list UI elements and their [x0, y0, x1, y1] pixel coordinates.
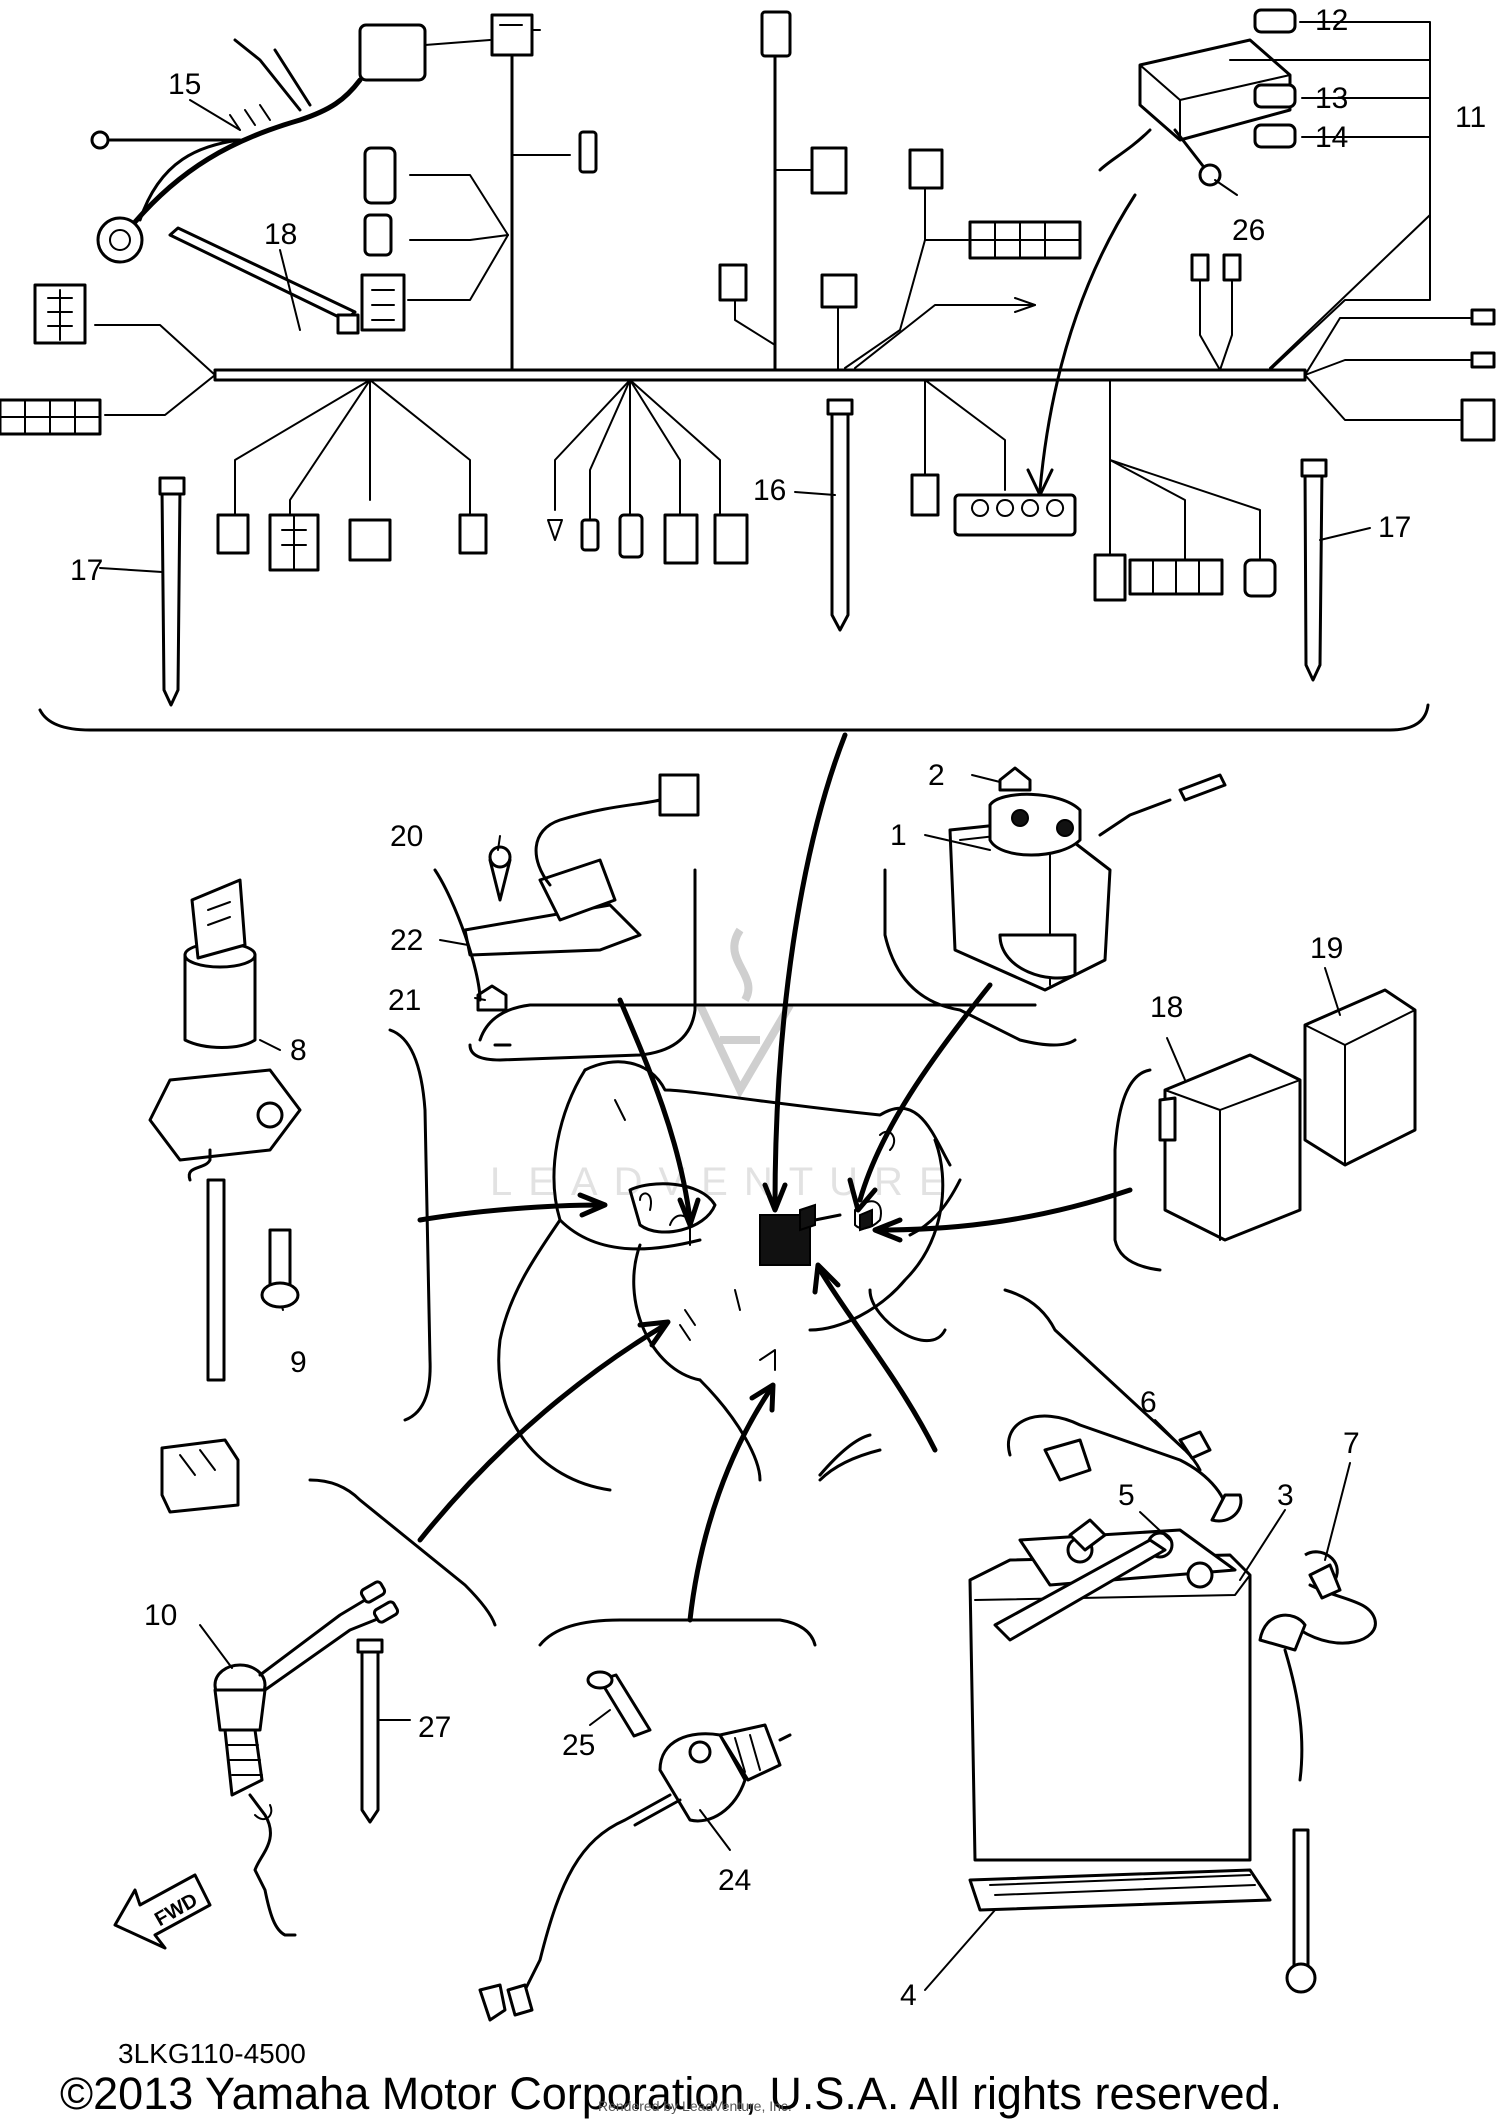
- watermark-logo: LEADVENTURE: [490, 927, 962, 1204]
- wire-harness: [0, 10, 1496, 602]
- callout-15: 15: [168, 68, 201, 101]
- callout-21: 20: [390, 820, 423, 853]
- pointer-arrows: [417, 732, 1133, 1623]
- callout-8: 8: [290, 1034, 307, 1067]
- callout-17-right: 17: [1378, 511, 1411, 544]
- callout-4: 4: [900, 1979, 917, 2012]
- callout-6: 6: [1140, 1386, 1157, 1419]
- neutral-switch-group: [213, 1478, 497, 1937]
- callout-1: 1: [890, 819, 907, 852]
- cable-tie-18: [168, 226, 360, 335]
- battery-group: [818, 1288, 1377, 1994]
- callout-11: 11: [1455, 101, 1486, 134]
- copyright-notice: ©2013 Yamaha Motor Corporation, U.S.A. A…: [60, 2068, 1283, 2119]
- diagram-code: 3LKG110-4500: [118, 2038, 306, 2069]
- callout-7: 7: [1343, 1427, 1360, 1460]
- callout-9: 9: [290, 1346, 307, 1379]
- callout-16: 16: [753, 474, 786, 507]
- callout-22: 21: [388, 984, 421, 1017]
- leader-lines: [99, 99, 1371, 1991]
- callout-5: 5: [1118, 1479, 1135, 1512]
- bracket-outline-left: [433, 868, 482, 1002]
- callout-25: 25: [562, 1729, 595, 1762]
- motorcycle-outline: [497, 1060, 962, 1492]
- callout-2: 2: [928, 759, 945, 792]
- callout-17-left: 17: [70, 554, 103, 587]
- callout-24: 24: [718, 1864, 751, 1897]
- relays-group: [1113, 988, 1417, 1272]
- callout-19: 18: [1150, 991, 1183, 1024]
- cable-tie-17-right: [1300, 458, 1328, 682]
- fuse-box: [1098, 8, 1431, 369]
- fwd-direction-arrow: FWD: [113, 1873, 212, 1950]
- rendered-by-credit: Rendered by LeadVenture, Inc.: [598, 2098, 792, 2114]
- starter-relay-group: [883, 766, 1227, 1047]
- cable-tie-16: [826, 398, 854, 632]
- group-brace: [38, 703, 1430, 732]
- ignition-switch-group: [148, 878, 302, 1514]
- callout-3: 3: [1277, 1479, 1294, 1512]
- callout-23: 22: [390, 924, 423, 957]
- sub-harness-15: [90, 23, 491, 264]
- callout-18: 18: [264, 218, 297, 251]
- callout-13: 13: [1315, 82, 1348, 115]
- callout-14: 14: [1315, 121, 1348, 154]
- callout-10: 10: [144, 1599, 177, 1632]
- bracket-outline: [468, 868, 697, 1062]
- callout-20: 19: [1310, 932, 1343, 965]
- callout-26: 26: [1232, 214, 1265, 247]
- sensor-bracket-group: [463, 773, 1037, 1047]
- watermark-text: LEADVENTURE: [490, 1160, 962, 1204]
- callout-labels: 15 18 12 13 14 11 26 16 17 17 2 1 20 22 …: [70, 4, 1486, 2012]
- switch-bracket-outline: [388, 1028, 432, 1422]
- sidestand-switch-group: [478, 1618, 817, 2022]
- callout-12: 12: [1315, 4, 1348, 37]
- callout-27: 27: [418, 1711, 451, 1744]
- cable-tie-17-left: [158, 476, 186, 707]
